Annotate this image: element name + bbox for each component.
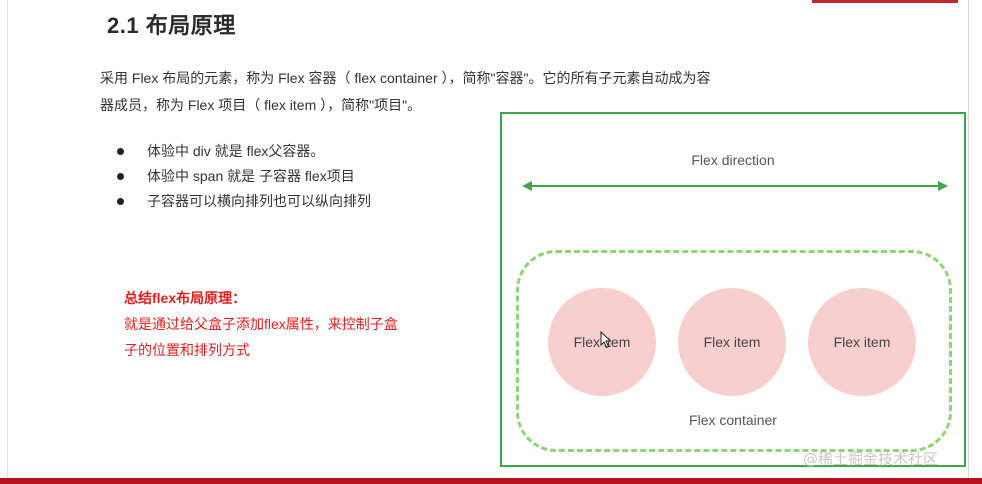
intro-line-2: 器成员，称为 Flex 项目（ flex item ），简称"项目"。 bbox=[100, 97, 422, 113]
summary-block: 总结flex布局原理： 就是通过给父盒子添加flex属性，来控制子盒 子的位置和… bbox=[124, 285, 398, 363]
watermark: @稀土掘金技术社区 bbox=[803, 450, 939, 468]
intro-paragraph: 采用 Flex 布局的元素，称为 Flex 容器（ flex container… bbox=[100, 65, 760, 119]
bullet-item: 体验中 span 就是 子容器 flex项目 bbox=[115, 164, 371, 189]
top-red-tab bbox=[812, 0, 958, 3]
mouse-cursor-icon bbox=[600, 331, 612, 349]
flex-container-label: Flex container bbox=[689, 412, 777, 428]
intro-line-1: 采用 Flex 布局的元素，称为 Flex 容器（ flex container… bbox=[100, 70, 711, 86]
section-title: 2.1 布局原理 bbox=[107, 13, 236, 38]
flex-diagram: Flex direction Flex item Flex item Flex … bbox=[500, 112, 966, 467]
right-scrollbar[interactable] bbox=[968, 0, 982, 484]
bottom-red-bar bbox=[0, 478, 982, 484]
double-arrow-icon bbox=[522, 181, 948, 191]
summary-line-1: 就是通过给父盒子添加flex属性，来控制子盒 bbox=[124, 316, 398, 332]
flex-item-label: Flex item bbox=[833, 334, 891, 350]
left-edge-line bbox=[7, 0, 8, 484]
flex-direction-label: Flex direction bbox=[691, 152, 775, 168]
flex-item-label: Flex item bbox=[703, 334, 761, 350]
flex-item-circle: Flex item bbox=[808, 288, 916, 396]
bullet-list: 体验中 div 就是 flex父容器。 体验中 span 就是 子容器 flex… bbox=[115, 139, 371, 214]
bullet-item: 体验中 div 就是 flex父容器。 bbox=[115, 139, 371, 164]
summary-title: 总结flex布局原理： bbox=[124, 290, 247, 306]
bullet-item: 子容器可以横向排列也可以纵向排列 bbox=[115, 189, 371, 214]
summary-line-2: 子的位置和排列方式 bbox=[124, 342, 250, 358]
flex-item-circle: Flex item bbox=[678, 288, 786, 396]
flex-container-box bbox=[516, 250, 952, 452]
